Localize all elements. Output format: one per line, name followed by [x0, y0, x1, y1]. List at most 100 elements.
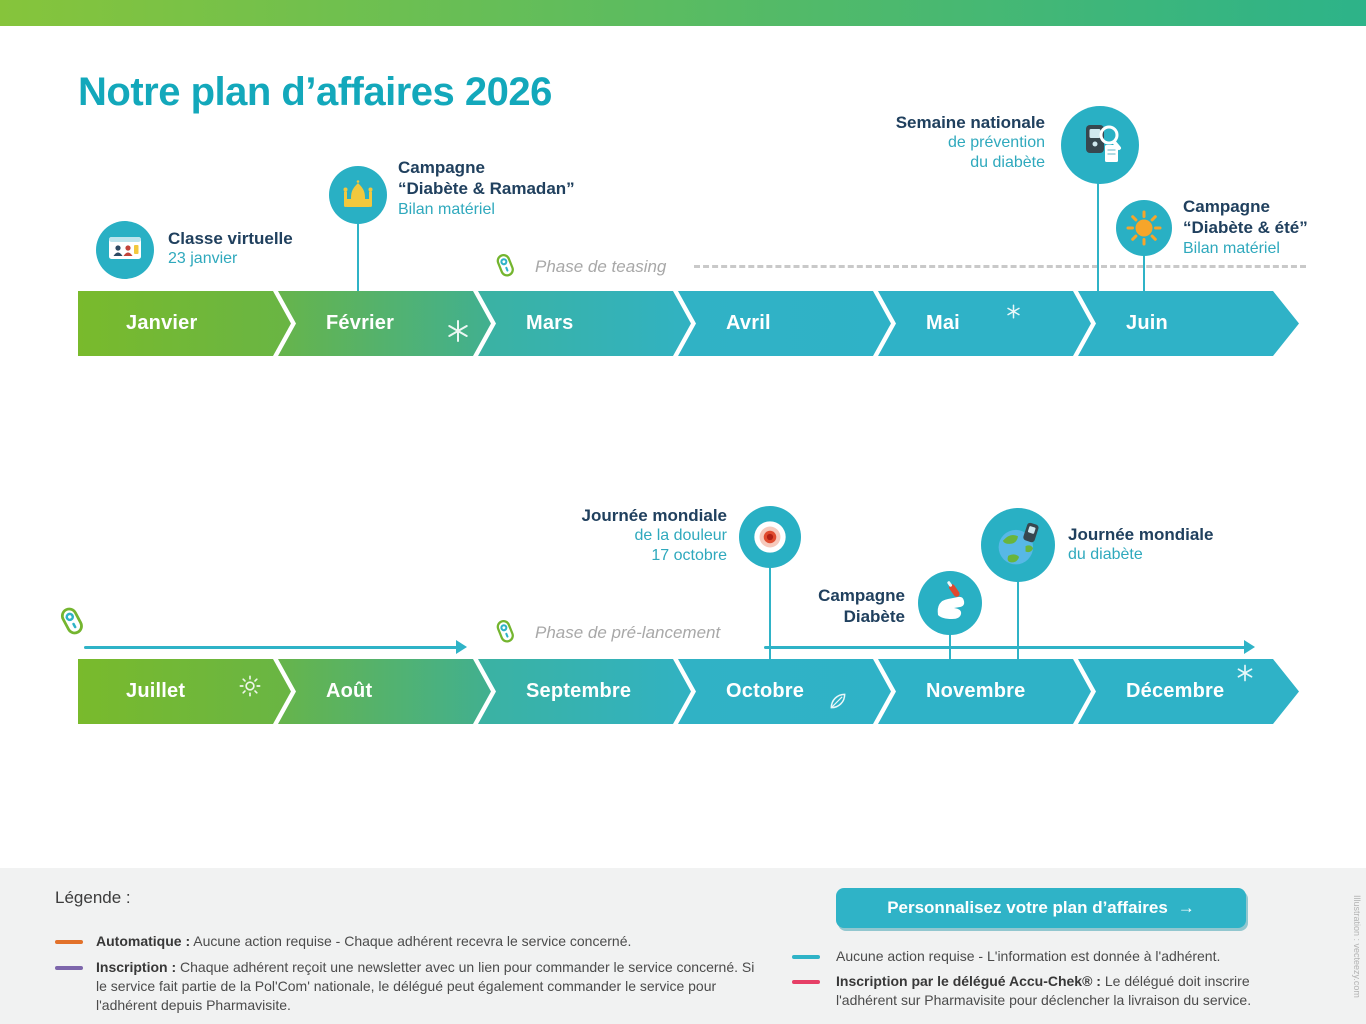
month-label: Juin	[1126, 312, 1168, 334]
event-subtitle: du diabète	[1068, 546, 1143, 564]
month-label: Avril	[726, 312, 771, 334]
month-segment-fevrier: Février	[278, 291, 491, 356]
month-label: Février	[326, 312, 395, 334]
month-segment-aout: Août	[278, 659, 491, 724]
event-semaine-nationale: Semaine nationale de prévention du diabè…	[765, 112, 1045, 173]
month-label: Mai	[926, 312, 960, 334]
classroom-icon	[96, 221, 154, 279]
event-title: Journée mondiale	[581, 506, 727, 525]
month-segment-septembre: Septembre	[478, 659, 691, 724]
month-label: Juillet	[126, 680, 186, 702]
event-title: Campagne	[398, 158, 485, 177]
event-subtitle: Bilan matériel	[1183, 239, 1280, 257]
month-segment-mai: Mai	[878, 291, 1091, 356]
month-segment-mars: Mars	[478, 291, 691, 356]
month-segment-janvier: Janvier	[78, 291, 291, 356]
legend-item-strong: Automatique :	[96, 933, 191, 949]
month-label: Mars	[526, 312, 574, 334]
month-label: Novembre	[926, 680, 1026, 702]
event-journee-douleur: Journée mondiale de la douleur 17 octobr…	[427, 505, 727, 566]
sun-icon	[1116, 200, 1172, 256]
month-label: Octobre	[726, 680, 805, 702]
event-journee-diabete: Journée mondiale du diabète	[1068, 524, 1213, 565]
legend-item-inscription-delegue: Inscription par le délégué Accu-Chek® : …	[836, 972, 1266, 1010]
legend-item-inscription: Inscription : Chaque adhérent reçoit une…	[96, 958, 756, 1015]
month-label: Septembre	[526, 680, 632, 702]
connector-line	[949, 633, 951, 659]
legend-dash-inscription	[55, 966, 83, 970]
legend-item-strong: Inscription :	[96, 959, 177, 975]
event-title: Campagne	[1183, 197, 1270, 216]
teasing-dashed-line	[694, 265, 1306, 268]
legend-item-text: Chaque adhérent reçoit une newsletter av…	[96, 959, 755, 1013]
connector-line	[769, 566, 771, 659]
event-date: 17 octobre	[651, 547, 727, 565]
month-segment-avril: Avril	[678, 291, 891, 356]
personalize-plan-label: Personnalisez votre plan d’affaires	[887, 898, 1168, 917]
timeline-row-1: Janvier Février Mars Avril Mai Juin	[78, 291, 1303, 356]
glucometer-magnifier-icon	[1061, 106, 1139, 184]
timeline-row-2: Juillet Août Septembre Octobre Novembre …	[78, 659, 1303, 724]
illustration-credit: Illustration : vecteezy.com	[1352, 895, 1362, 998]
event-date: 23 janvier	[168, 250, 238, 268]
personalize-plan-button[interactable]: Personnalisez votre plan d’affaires →	[836, 888, 1246, 928]
month-segment-novembre: Novembre	[878, 659, 1091, 724]
header-gradient-bar	[0, 0, 1366, 26]
month-label: Décembre	[1126, 680, 1225, 702]
prelaunch-line	[84, 646, 458, 649]
event-campagne-diabete: Campagne Diabète	[747, 585, 905, 628]
legend-item-text: Aucune action requise - Chaque adhérent …	[190, 933, 632, 949]
legend-item-strong: Inscription par le délégué Accu-Chek® :	[836, 973, 1101, 989]
legend-heading: Légende :	[55, 888, 131, 907]
prelaunch-line	[764, 646, 1246, 649]
month-segment-octobre: Octobre	[678, 659, 891, 724]
month-segment-juin: Juin	[1078, 291, 1299, 356]
sun-icon	[239, 675, 261, 697]
event-campagne-ete: Campagne “Diabète & été” Bilan matériel	[1183, 196, 1308, 259]
pain-burst-icon	[739, 506, 801, 568]
glucometer-outline-icon	[487, 614, 525, 652]
legend-item-text: Le délégué doit inscrire l'adhérent sur …	[836, 973, 1252, 1008]
connector-line	[1143, 252, 1145, 291]
glucometer-outline-icon	[50, 600, 96, 646]
event-campagne-ramadan: Campagne “Diabète & Ramadan” Bilan matér…	[398, 157, 575, 220]
glucometer-outline-icon	[487, 248, 525, 286]
event-subtitle: de la douleur	[634, 527, 727, 545]
leaf-icon	[828, 691, 848, 711]
legend-dash-inscription-delegue	[792, 980, 820, 984]
mosque-icon	[329, 166, 387, 224]
event-subtitle: de prévention	[948, 134, 1045, 152]
legend-item-text: Aucune action requise - L'information es…	[836, 948, 1221, 964]
globe-meter-icon	[981, 508, 1055, 582]
event-title: Journée mondiale	[1068, 525, 1214, 544]
hand-lancet-icon	[918, 571, 982, 635]
arrow-right-icon	[1244, 640, 1255, 654]
snowflake-icon	[446, 319, 470, 343]
event-title-2: “Diabète & Ramadan”	[398, 179, 575, 199]
snowflake-icon	[1236, 664, 1254, 682]
month-label: Janvier	[126, 312, 198, 334]
event-classe-virtuelle: Classe virtuelle 23 janvier	[168, 228, 293, 269]
connector-line	[357, 220, 359, 291]
legend-dash-aucune-action	[792, 955, 820, 959]
legend-dash-automatique	[55, 940, 83, 944]
arrow-right-icon: →	[1177, 898, 1195, 917]
legend-item-automatique: Automatique : Aucune action requise - Ch…	[96, 932, 736, 951]
page-title: Notre plan d’affaires 2026	[78, 70, 552, 114]
connector-line	[1097, 182, 1099, 291]
phase-teasing-label: Phase de teasing	[535, 257, 667, 276]
event-title-2: Diabète	[843, 607, 905, 627]
event-title: Semaine nationale	[895, 113, 1045, 132]
snowflake-icon	[1006, 304, 1021, 319]
event-subtitle: Bilan matériel	[398, 200, 495, 218]
legend-section: Légende : Automatique : Aucune action re…	[0, 868, 1366, 1024]
event-title: Classe virtuelle	[168, 229, 293, 248]
phase-prelancement-label: Phase de pré-lancement	[535, 623, 721, 642]
month-segment-decembre: Décembre	[1078, 659, 1299, 724]
legend-item-aucune-action: Aucune action requise - L'information es…	[836, 947, 1256, 966]
event-title-2: “Diabète & été”	[1183, 218, 1308, 238]
event-subtitle-2: du diabète	[970, 154, 1045, 172]
month-label: Août	[326, 680, 373, 702]
connector-line	[1017, 580, 1019, 659]
